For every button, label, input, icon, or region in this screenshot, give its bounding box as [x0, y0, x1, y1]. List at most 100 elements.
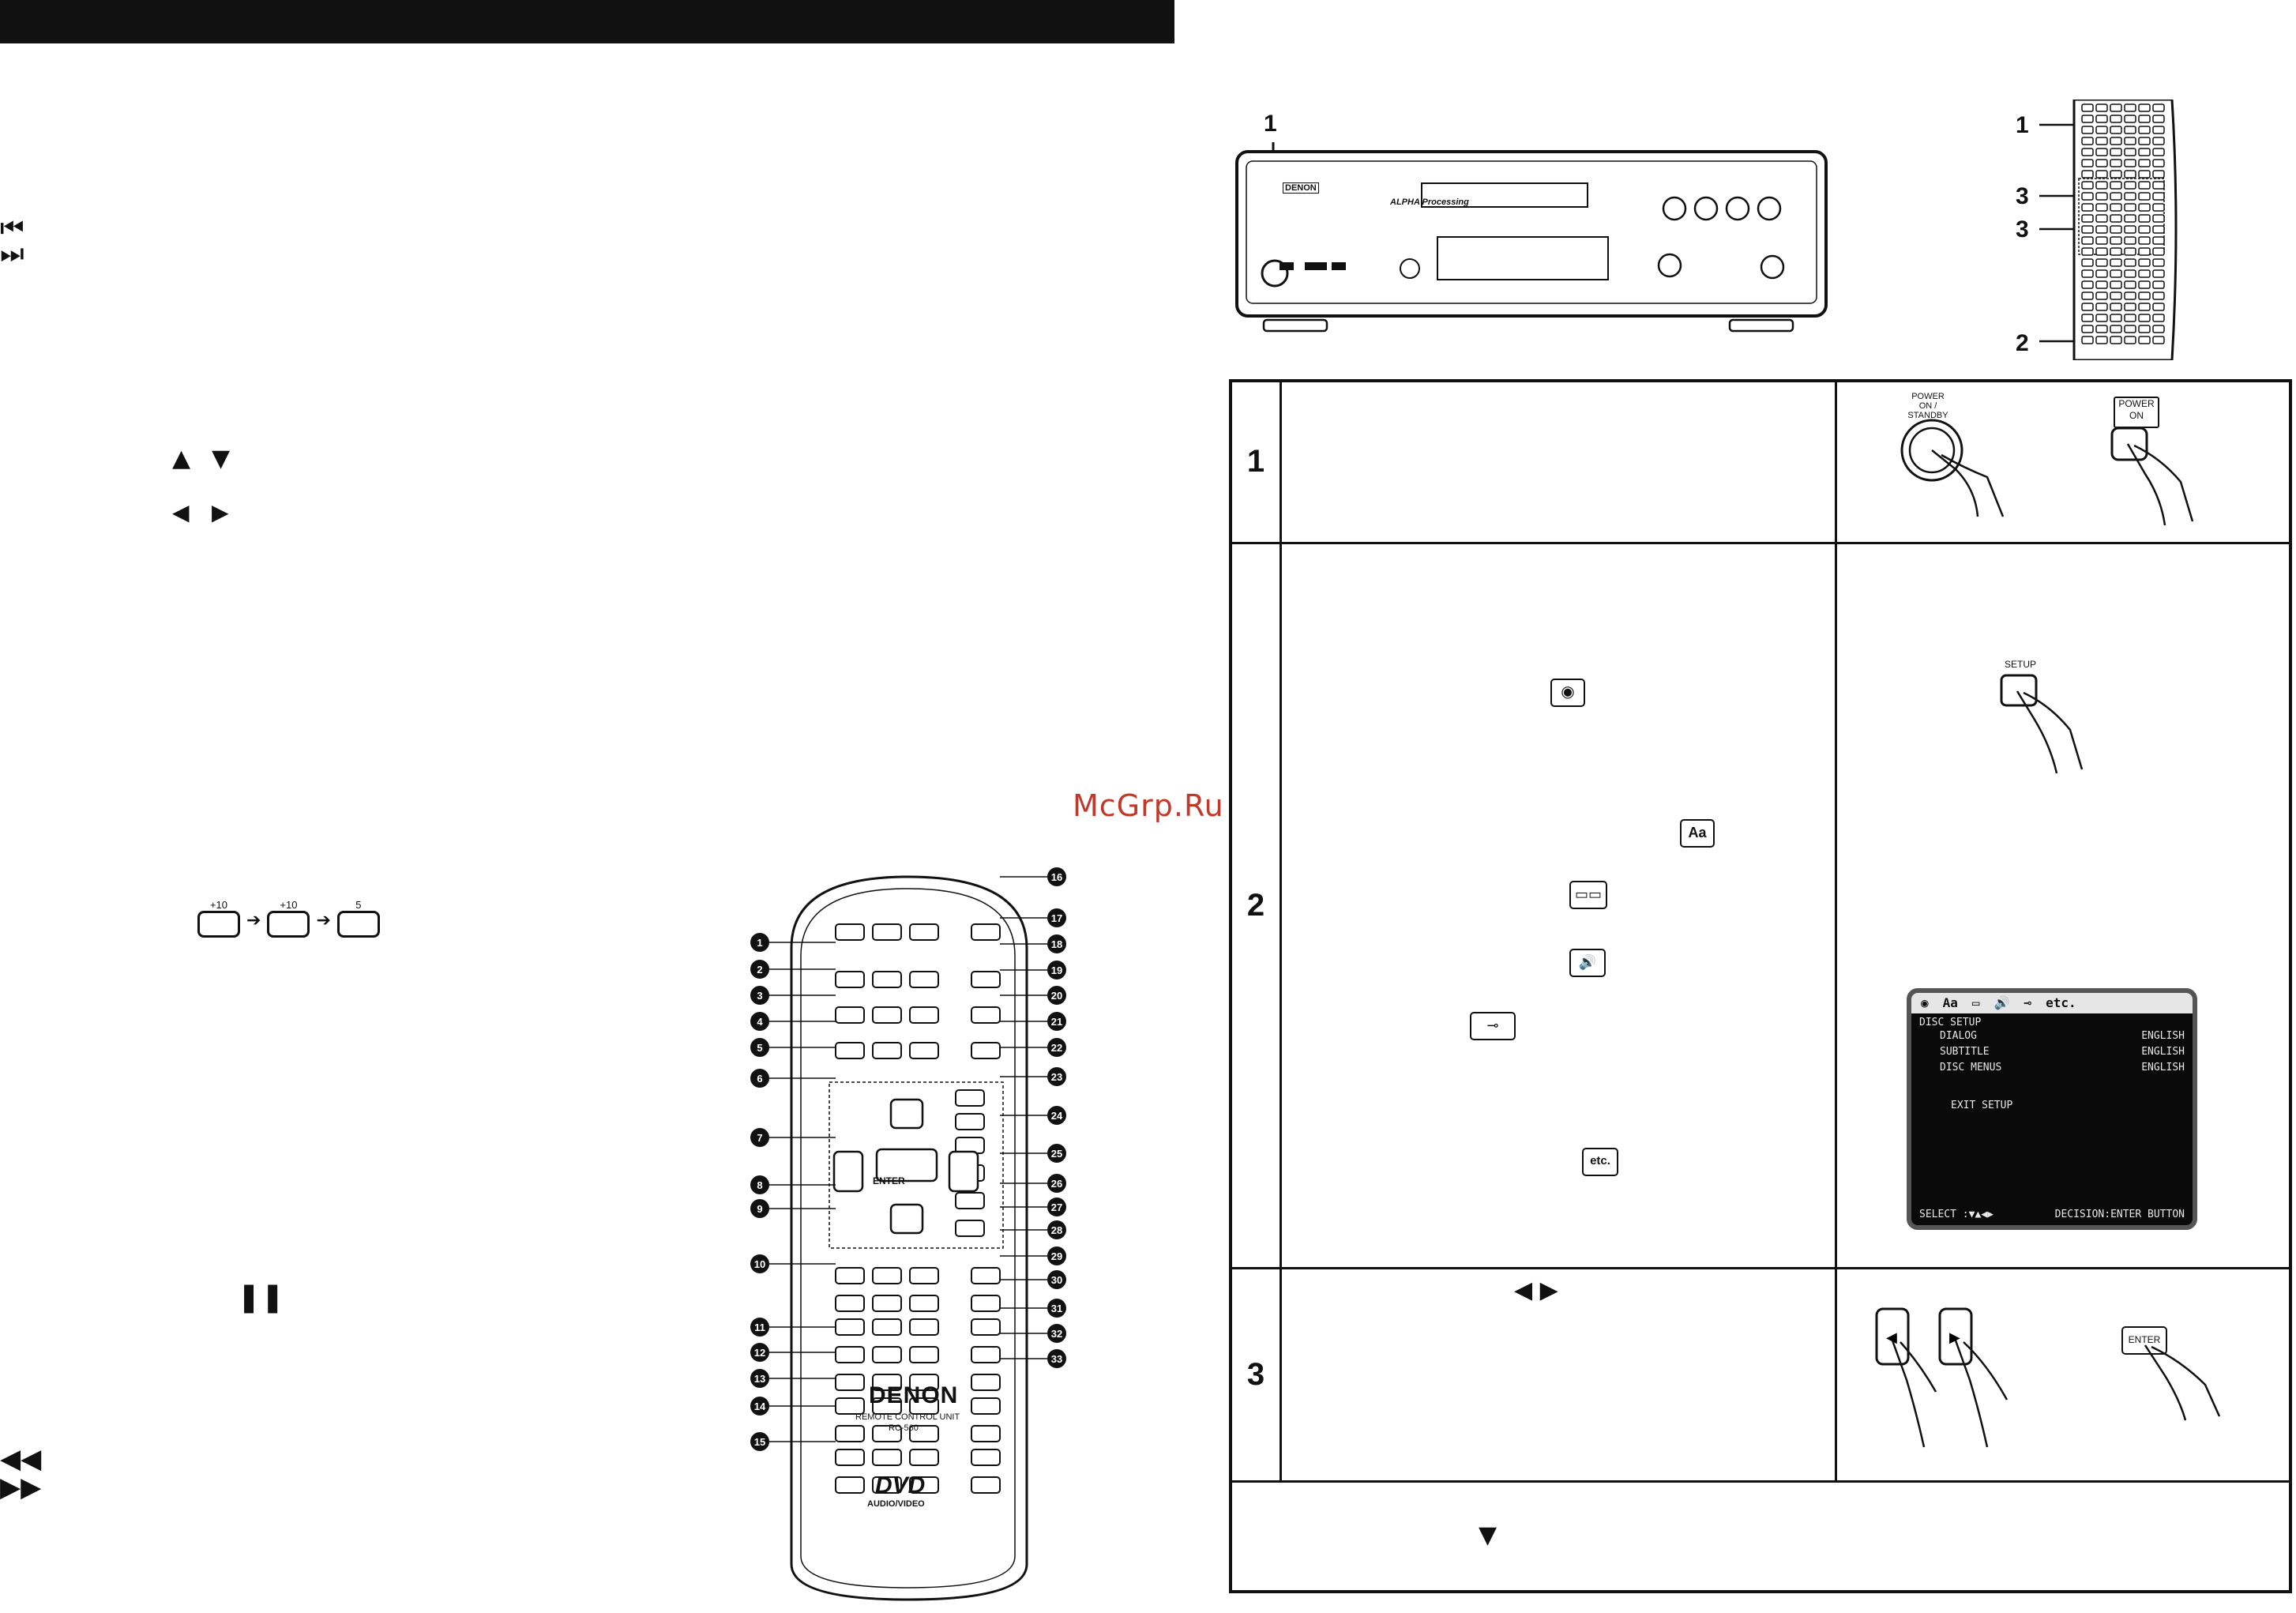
- remote-button: [872, 1476, 902, 1494]
- remote-enter-label: ENTER: [873, 1175, 905, 1186]
- remote-button: [909, 1042, 939, 1059]
- remote-callout-left: 5: [757, 1042, 762, 1054]
- remote-button: [909, 1346, 939, 1363]
- remote-button: [955, 1113, 985, 1130]
- remote-button: [2138, 314, 2151, 322]
- remote-number-labels: 1234567891011121314151617181920212223242…: [750, 867, 1066, 1451]
- remote-button: [2124, 236, 2136, 245]
- remote-callout-right: 22: [1051, 1042, 1062, 1054]
- remote-callout-right-marker: [1047, 934, 1066, 953]
- remote-button: [971, 1476, 1001, 1494]
- remote-button: [2124, 325, 2136, 333]
- remote-button: [2152, 280, 2165, 289]
- remote-callout-left-marker: [750, 1199, 769, 1218]
- remote-callout-right-marker: [1047, 1324, 1066, 1343]
- remote-callout-left: 3: [757, 990, 762, 1002]
- remote-button: [2110, 280, 2122, 289]
- dvd-player-illustration: [1235, 142, 1828, 333]
- skip-forward-icon: ⏭: [0, 238, 24, 269]
- remote-button: [2124, 291, 2136, 300]
- remote-button: [2124, 247, 2136, 256]
- remote-button: [2110, 103, 2122, 112]
- remote-button: [2152, 181, 2165, 190]
- remote-button: [2081, 280, 2094, 289]
- remote-button: [2110, 159, 2122, 167]
- osd-row-value: ENGLISH: [2141, 1029, 2185, 1042]
- step-figure-3: ◀ ▶ ENTER: [1835, 1266, 2292, 1483]
- remote-callout-1: 1: [2016, 112, 2029, 138]
- osd-title: DISC SETUP: [1919, 1016, 1982, 1028]
- remote-callout-left: 15: [754, 1436, 765, 1448]
- remote-callout-left-marker: [750, 1038, 769, 1057]
- remote-button: [909, 1295, 939, 1312]
- key-icon: ⊸: [1470, 1011, 1516, 1040]
- remote-callout-right: 25: [1051, 1148, 1062, 1160]
- remote-button: [2138, 115, 2151, 123]
- remote-button: [872, 1006, 902, 1024]
- remote-button: [2152, 314, 2165, 322]
- remote-button: [2152, 170, 2165, 179]
- remote-callout-right: 24: [1051, 1110, 1063, 1122]
- remote-button: [2110, 192, 2122, 201]
- step-row-4: ▼: [1229, 1480, 2292, 1593]
- seq-label-2: +10: [280, 899, 298, 911]
- osd-row-label: DISC MENUS: [1940, 1061, 2002, 1073]
- remote-button: [2081, 148, 2094, 156]
- remote-button: [2124, 269, 2136, 278]
- remote-callout-right-marker: [1047, 1144, 1066, 1163]
- remote-button: [971, 1295, 1001, 1312]
- remote-callout-right-marker: [1047, 867, 1066, 886]
- remote-callout-left-marker: [750, 1128, 769, 1147]
- remote-button: [2124, 225, 2136, 234]
- remote-button: [2110, 126, 2122, 134]
- remote-button: [2110, 170, 2122, 179]
- osd-footer-left: SELECT :▼▲◀▶: [1919, 1208, 1993, 1220]
- remote-button: [909, 1318, 939, 1336]
- step-row-3: 3 ◀ ▶ ◀ ▶ ENTER: [1229, 1266, 2292, 1483]
- player-brand: DENON: [1283, 182, 1319, 194]
- remote-button: [835, 1295, 865, 1312]
- remote-button: [2110, 203, 2122, 212]
- remote-button: [2081, 115, 2094, 123]
- remote-callout-right: 18: [1051, 938, 1062, 950]
- step-number-3: 3: [1229, 1266, 1282, 1483]
- remote-callout-right-marker: [1047, 1246, 1066, 1265]
- remote-button: [2095, 159, 2108, 167]
- remote-callout-right: 30: [1051, 1274, 1062, 1286]
- remote-button: [872, 1295, 902, 1312]
- remote-button: [2124, 159, 2136, 167]
- arrow-buttons-hand-illustration: ◀ ▶: [1875, 1307, 2009, 1447]
- remote-button: [2110, 303, 2122, 311]
- remote-callout-right-marker: [1047, 1220, 1066, 1239]
- remote-unit: REMOTE CONTROL UNIT: [855, 1412, 960, 1422]
- remote-callout-left-marker: [750, 1175, 769, 1194]
- remote-button: [2095, 126, 2108, 134]
- standby-label: ON / STANDBY: [1907, 401, 1948, 420]
- remote-callout-left-marker: [750, 1397, 769, 1416]
- step-number-1: 1: [1229, 379, 1282, 544]
- remote-button: [2081, 291, 2094, 300]
- remote-callout-right-marker: [1047, 1198, 1066, 1216]
- remote-callout-2: 2: [2016, 330, 2029, 356]
- osd-picture-icon: ▭: [1971, 995, 1980, 1010]
- remote-button: [2124, 137, 2136, 145]
- remote-button: [835, 923, 865, 941]
- remote-button: [2095, 203, 2108, 212]
- seq-arrow: ➔: [246, 910, 261, 930]
- remote-callout-right: 23: [1051, 1071, 1062, 1083]
- remote-button: [2095, 170, 2108, 179]
- remote-callout-left: 13: [754, 1373, 765, 1385]
- power-on-label: POWER ON: [2118, 398, 2155, 421]
- remote-button: [835, 1425, 865, 1442]
- remote-button: [835, 1006, 865, 1024]
- remote-callout-left: 9: [757, 1203, 762, 1215]
- remote-button: [2081, 203, 2094, 212]
- remote-button: [971, 1374, 1001, 1391]
- remote-callout-left: 8: [757, 1179, 762, 1191]
- remote-callout-left-marker: [750, 1254, 769, 1273]
- right-arrow-icon: ▶: [212, 499, 229, 525]
- remote-button: [909, 1374, 939, 1391]
- remote-callout-left: 12: [754, 1347, 765, 1359]
- remote-button: [2152, 115, 2165, 123]
